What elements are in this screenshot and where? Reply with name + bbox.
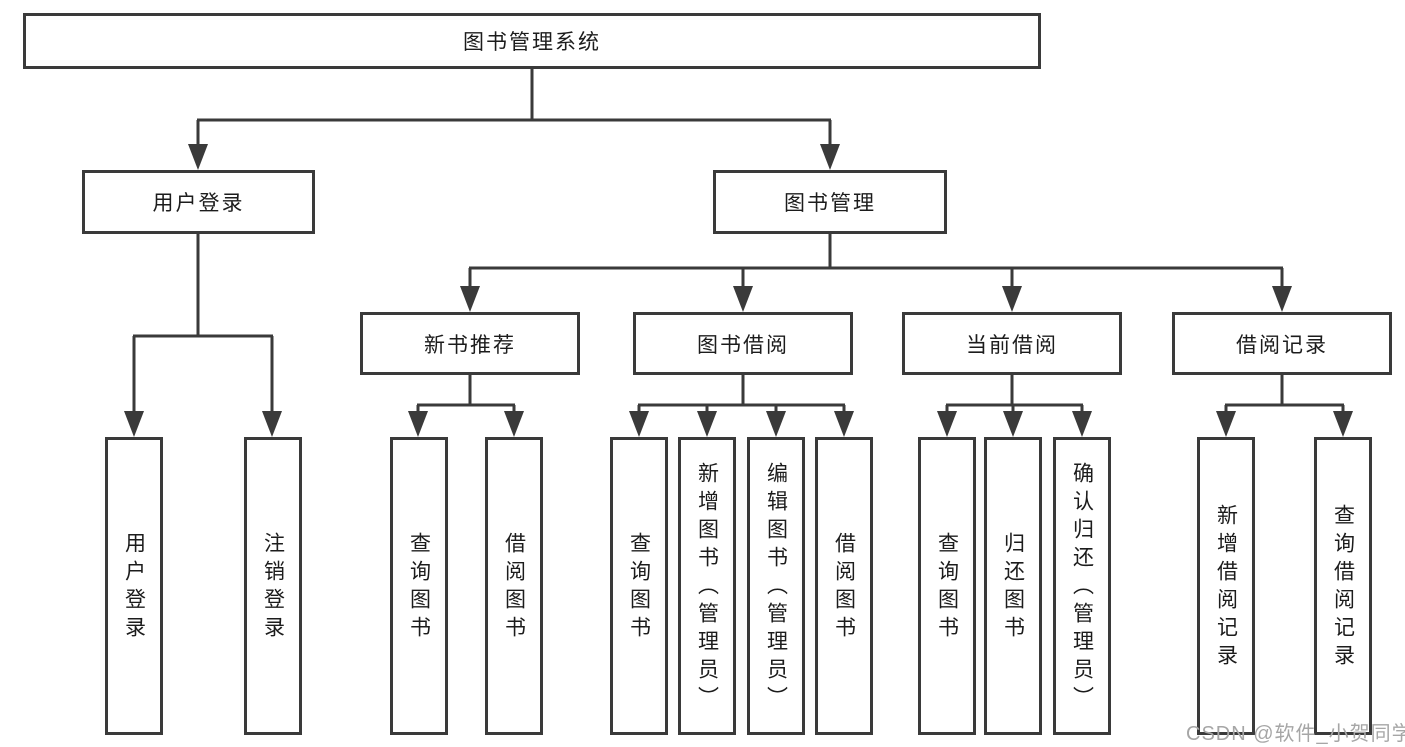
node-label: 查询图书 [407,532,431,644]
node-user-login: 用户登录 [82,170,315,234]
node-label: 确认归还（管理员） [1070,462,1094,714]
leaf-user-login: 用户登录 [105,437,163,735]
node-label: 借阅图书 [832,532,856,644]
node-label: 用户登录 [152,192,245,215]
csdn-watermark: CSDN @软件_小贺同学 [1186,723,1405,745]
node-library-management-system: 图书管理系统 [23,13,1041,69]
node-label: 新增借阅记录 [1214,504,1238,672]
node-label: 查询图书 [627,532,651,644]
node-label: 图书借阅 [697,333,789,357]
node-label: 新书推荐 [424,333,516,357]
leaf-logout: 注销登录 [244,437,302,735]
node-borrowing-records: 借阅记录 [1172,312,1392,375]
leaf-add-book-admin: 新增图书（管理员） [678,437,736,735]
leaf-edit-book-admin: 编辑图书（管理员） [747,437,805,735]
node-label: 查询借阅记录 [1331,504,1355,672]
leaf-query-books-borrow: 查询图书 [610,437,668,735]
node-current-borrowing: 当前借阅 [902,312,1122,375]
node-label: 借阅图书 [502,532,526,644]
leaf-borrow-books: 借阅图书 [815,437,873,735]
node-label: 编辑图书（管理员） [764,462,788,714]
node-label: 新增图书（管理员） [695,462,719,714]
leaf-borrow-books-recommend: 借阅图书 [485,437,543,735]
node-label: 用户登录 [122,532,146,644]
leaf-add-borrow-record: 新增借阅记录 [1197,437,1255,735]
node-label: 查询图书 [935,532,959,644]
node-book-management: 图书管理 [713,170,947,234]
leaf-query-books-recommend: 查询图书 [390,437,448,735]
leaf-confirm-return-admin: 确认归还（管理员） [1053,437,1111,735]
leaf-query-books-current: 查询图书 [918,437,976,735]
leaf-return-book: 归还图书 [984,437,1042,735]
node-label: 图书管理 [784,192,876,215]
node-label: 借阅记录 [1236,333,1328,357]
node-label: 图书管理系统 [463,31,601,54]
node-label: 当前借阅 [966,333,1058,357]
node-label: 归还图书 [1001,532,1025,644]
node-new-book-recommendation: 新书推荐 [360,312,580,375]
node-label: 注销登录 [261,532,285,644]
leaf-query-borrow-record: 查询借阅记录 [1314,437,1372,735]
node-book-borrowing: 图书借阅 [633,312,853,375]
